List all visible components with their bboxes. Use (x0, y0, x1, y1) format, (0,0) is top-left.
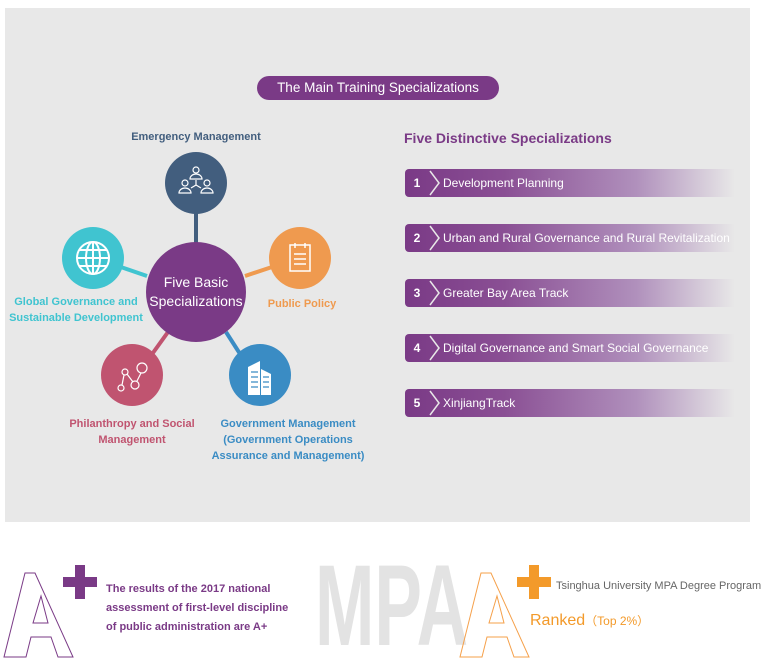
mpa-watermark: MPA (315, 542, 469, 670)
item-label: Urban and Rural Governance and Rural Rev… (443, 231, 730, 245)
plus-icon-purple (63, 565, 97, 599)
public-policy-label: Public Policy (267, 298, 337, 310)
program-text: Tsinghua University MPA Degree Program (556, 580, 762, 592)
chevron-icon (429, 335, 440, 361)
distinctive-item: 3 Greater Bay Area Track (405, 279, 735, 307)
item-number: 1 (413, 176, 421, 190)
connector (117, 264, 148, 278)
a-outline-orange (459, 572, 530, 658)
center-circle (146, 242, 246, 342)
chevron-icon (429, 280, 440, 306)
clipboard-icon (289, 243, 311, 272)
nodes-icon (117, 362, 148, 392)
distinctive-item: 5 XinjiangTrack (405, 389, 735, 417)
philanthropy-label: Philanthropy and Social Management (69, 418, 195, 446)
globe-icon (76, 241, 110, 275)
page-title: The Main Training Specializations (257, 76, 499, 100)
building-icon (248, 361, 271, 395)
philanthropy-circle (101, 344, 163, 406)
distinctive-item: 1 Development Planning (405, 169, 735, 197)
center-label: Five Basic Specializations (149, 274, 243, 309)
ranked-text: Ranked（Top 2%） (530, 612, 649, 630)
item-number: 2 (413, 231, 421, 245)
item-number: 4 (413, 341, 421, 355)
top-percent: （Top 2%） (585, 614, 650, 628)
plus-icon-orange (517, 565, 551, 599)
emergency-management-label: Emergency Management (131, 131, 261, 143)
global-governance-label: Global Governance and Sustainable Develo… (9, 296, 143, 324)
chevron-icon (429, 390, 440, 416)
item-label: Greater Bay Area Track (443, 286, 569, 300)
basic-specializations-diagram (62, 152, 331, 406)
connector (244, 264, 276, 278)
distinctive-title: Five Distinctive Specializations (404, 130, 612, 146)
people-network-icon (178, 166, 214, 194)
item-number: 3 (413, 286, 421, 300)
item-number: 5 (413, 396, 421, 410)
distinctive-item: 4 Digital Governance and Smart Social Gov… (405, 334, 735, 362)
item-label: Digital Governance and Smart Social Gove… (443, 341, 709, 355)
assessment-text: The results of the 2017 national assessm… (106, 583, 289, 633)
item-label: XinjiangTrack (443, 396, 516, 410)
chevron-icon (429, 170, 440, 196)
government-management-label: Government Management (Government Operat… (211, 418, 365, 462)
ranked-label: Ranked (530, 612, 586, 629)
item-label: Development Planning (443, 176, 564, 190)
a-outline-purple (3, 572, 74, 658)
chevron-icon (429, 225, 440, 251)
public-policy-circle (269, 227, 331, 289)
footer-graphics (3, 565, 551, 658)
distinctive-item: 2 Urban and Rural Governance and Rural Re… (405, 224, 735, 252)
